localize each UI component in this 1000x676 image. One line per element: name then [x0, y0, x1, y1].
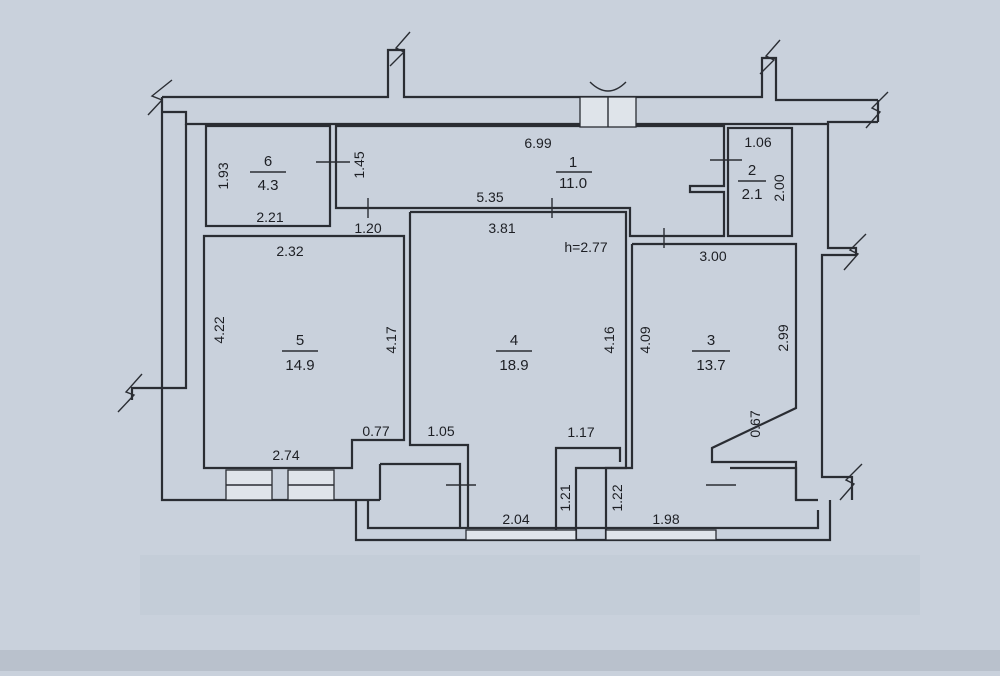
door-ticks	[316, 150, 742, 486]
annex-left	[378, 462, 462, 528]
dimension-2-32: 2.32	[276, 243, 303, 259]
dimension-1-17: 1.17	[567, 424, 594, 440]
dimension-1-05: 1.05	[427, 423, 454, 439]
outer-wall-top-inner	[162, 110, 878, 126]
svg-text:4: 4	[510, 332, 518, 349]
room-3-outline	[604, 242, 798, 540]
room-5-outline	[202, 234, 406, 470]
window-room-4-balcony	[465, 529, 577, 541]
svg-text:5: 5	[296, 332, 304, 349]
paper-bottom-shade	[0, 650, 1000, 671]
dimension-1-45: 1.45	[351, 151, 367, 178]
room-5-label: 5 14.9	[282, 332, 318, 374]
balcony-outline	[354, 500, 832, 542]
svg-text:6: 6	[264, 153, 272, 170]
svg-text:2: 2	[748, 162, 756, 179]
dimension-2-74: 2.74	[272, 447, 299, 463]
dimension-3-00: 3.00	[699, 248, 726, 264]
dimension-1-93: 1.93	[215, 162, 231, 189]
room-1-label: 1 11.0	[556, 154, 592, 192]
dimension-4-09: 4.09	[637, 326, 653, 353]
dimension-2-21: 2.21	[256, 209, 283, 225]
window-room-5	[225, 469, 335, 501]
dimension-2-04: 2.04	[502, 511, 529, 527]
room-3-label: 3 13.7	[692, 332, 730, 374]
room-6-outline	[204, 124, 332, 228]
room-2-outline	[726, 126, 794, 238]
dimension-4-17: 4.17	[383, 326, 399, 353]
window-top-door	[579, 81, 637, 128]
dimension-1-06: 1.06	[744, 134, 771, 150]
svg-text:14.9: 14.9	[285, 357, 314, 374]
svg-text:11.0: 11.0	[559, 175, 587, 192]
dimension-1-21: 1.21	[557, 484, 573, 511]
dimension-4-16: 4.16	[601, 326, 617, 353]
dimension-1-20: 1.20	[354, 220, 381, 236]
faded-caption-area	[140, 555, 920, 615]
dimension-4-22: 4.22	[211, 316, 227, 343]
svg-text:1: 1	[569, 154, 577, 171]
window-room-3-balcony	[605, 529, 717, 541]
svg-text:13.7: 13.7	[696, 357, 725, 374]
dimension-1-98: 1.98	[652, 511, 679, 527]
dimension-3-81: 3.81	[488, 220, 515, 236]
dimension-2-00: 2.00	[771, 174, 787, 201]
svg-text:3: 3	[707, 332, 715, 349]
break-symbols	[117, 31, 889, 501]
room-1-outline	[334, 124, 726, 238]
room-6-label: 6 4.3	[250, 153, 286, 194]
ceiling-height: h=2.77	[564, 239, 607, 255]
svg-text:4.3: 4.3	[258, 177, 279, 194]
svg-text:2.1: 2.1	[742, 186, 763, 203]
dimension-5-35: 5.35	[476, 189, 503, 205]
dimension-0-77: 0.77	[362, 423, 389, 439]
svg-text:18.9: 18.9	[499, 357, 528, 374]
room-4-label: 4 18.9	[496, 332, 532, 374]
dimension-2-99: 2.99	[775, 324, 791, 351]
room-2-label: 2 2.1	[738, 162, 766, 203]
dimension-6-99: 6.99	[524, 135, 551, 151]
annex-right	[730, 466, 818, 502]
dimension-1-22: 1.22	[609, 484, 625, 511]
dimension-0-67: 0.67	[747, 410, 763, 437]
